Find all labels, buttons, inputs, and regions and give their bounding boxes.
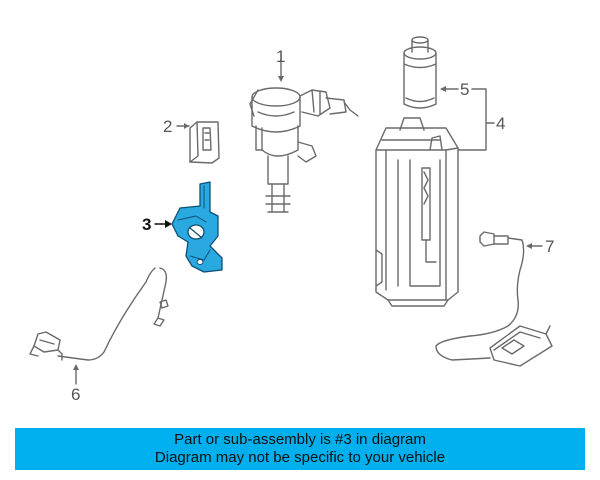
- part-6-sensor-harness: [29, 267, 169, 361]
- part-3-bracket: [171, 181, 223, 273]
- callout-7: 7: [545, 237, 555, 256]
- arrow-2: [184, 123, 189, 129]
- callout-4: 4: [496, 114, 506, 133]
- arrow-3: [165, 220, 172, 228]
- part-5-filter: [403, 36, 437, 109]
- part-4-canister: [375, 117, 459, 307]
- arrow-7: [526, 243, 532, 249]
- arrow-6: [73, 364, 79, 370]
- callout-2: 2: [163, 117, 173, 136]
- callout-5: 5: [460, 80, 470, 99]
- callout-3: 3: [142, 215, 152, 234]
- banner-line-1: Part or sub-assembly is #3 in diagram: [174, 431, 426, 448]
- part-1-purge-valve: [249, 87, 359, 213]
- part-7-sensor-module: [435, 231, 553, 367]
- arrow-1: [278, 76, 284, 82]
- banner-line-2: Diagram may not be specific to your vehi…: [154, 449, 446, 466]
- callout-1: 1: [276, 47, 286, 66]
- info-banner: Part or sub-assembly is #3 in diagram Di…: [15, 428, 585, 470]
- part-2-mount-block: [189, 121, 220, 164]
- callout-6: 6: [71, 385, 81, 404]
- arrow-5: [440, 86, 446, 92]
- leader-4-bracket: [451, 88, 487, 151]
